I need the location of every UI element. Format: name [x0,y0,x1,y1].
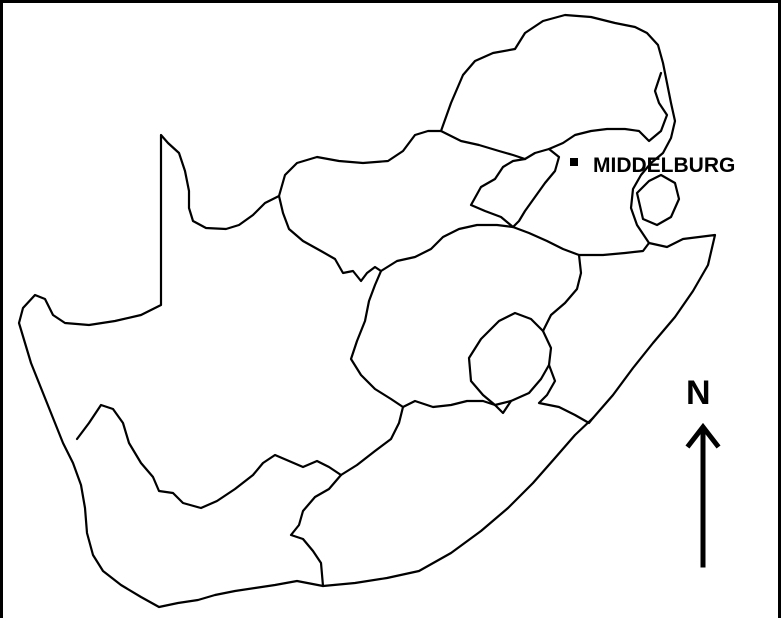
eswatini-region [635,173,681,227]
border-fs-kzn [541,253,583,333]
north-arrow-icon [685,422,721,568]
south-africa-province-map [17,13,721,609]
gauteng-region [469,147,561,229]
border-nc-ec [339,399,497,477]
border-kzn-ec [537,363,595,425]
border-nw-limpopo [439,129,527,161]
border-wc-ec [289,473,343,588]
border-mp-limpopo [547,71,669,151]
border-nc-fs [349,269,405,409]
border-nc-nw [277,194,383,283]
north-label: N [686,374,711,412]
border-nc-wc [75,403,343,510]
town-label: MIDDELBURG [593,154,736,177]
border-nw-fs [379,223,515,273]
border-ec-lesotho [493,399,513,415]
town-marker [570,158,578,166]
